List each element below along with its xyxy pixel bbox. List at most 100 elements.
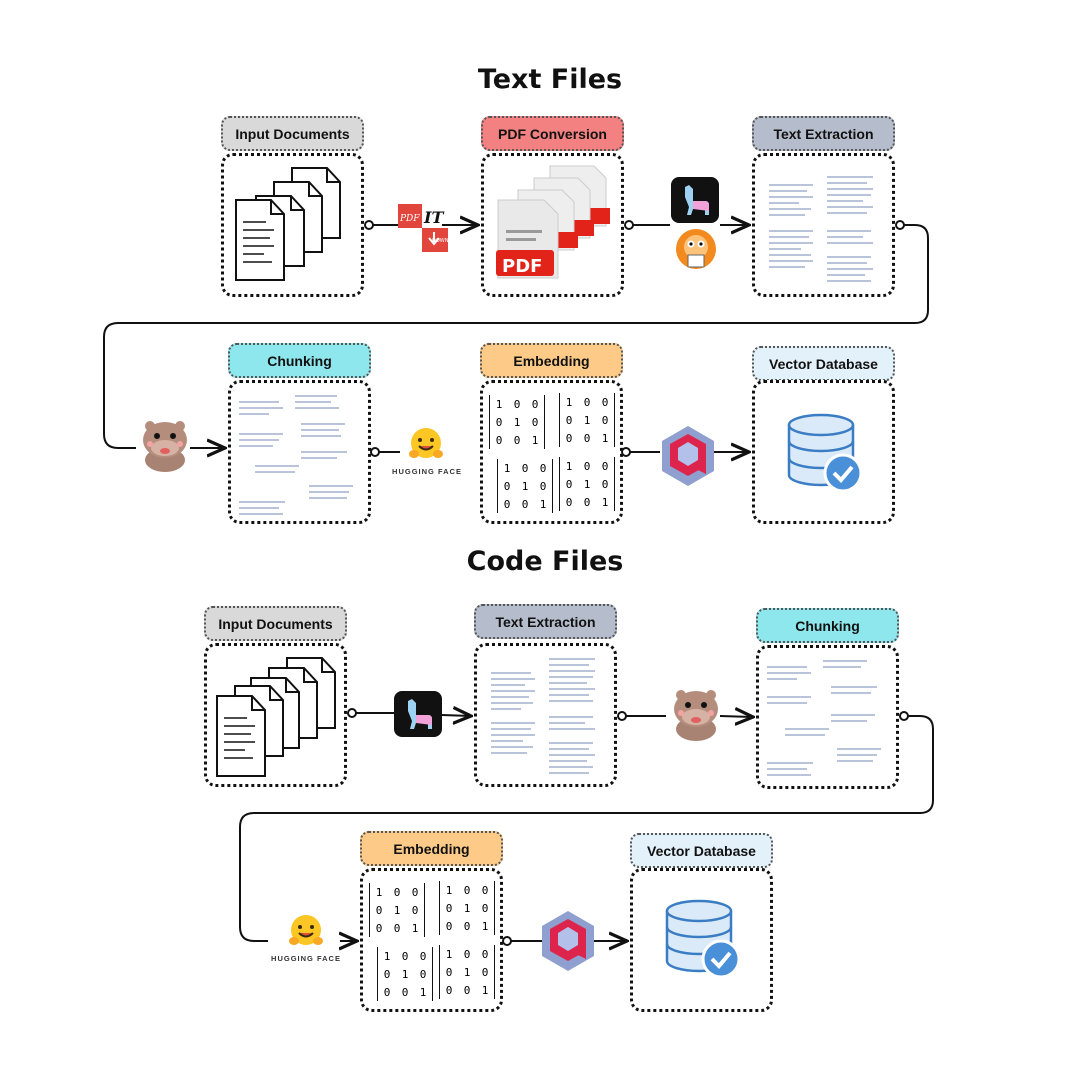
connector-dots	[347, 220, 909, 946]
extracted-text-lines	[769, 176, 873, 282]
hippo-icon	[143, 421, 187, 472]
matrix-cell: 1	[383, 949, 391, 963]
matrix-cell: 0	[463, 947, 471, 961]
label-code-input-documents: Input Documents	[204, 606, 347, 641]
matrix-cell: 0	[383, 967, 391, 981]
matrix-cell: 1	[583, 477, 591, 491]
pdf-files-icon	[496, 165, 610, 279]
matrix-cell: 0	[481, 965, 489, 979]
connector-arrow	[719, 716, 753, 717]
qdrant-icon	[662, 426, 714, 486]
label-code-chunking: Chunking	[756, 608, 899, 643]
matrix-cell: 1	[401, 967, 409, 981]
matrix-cell: 1	[411, 921, 419, 935]
matrix-cell: 0	[445, 919, 453, 933]
matrix-cell: 0	[539, 461, 547, 475]
matrix-cell: 0	[565, 413, 573, 427]
matrix-cell: 1	[521, 479, 529, 493]
matrix-cell: 0	[601, 395, 609, 409]
matrix-cell: 1	[445, 883, 453, 897]
matrix-cell: 0	[445, 965, 453, 979]
pdf-conversion-box: PDF	[481, 153, 624, 297]
section-title-code-files: Code Files	[466, 546, 624, 577]
matrix-cell: 0	[401, 949, 409, 963]
code-hugging-face-icon	[289, 915, 323, 945]
matrix-cell: 1	[531, 433, 539, 447]
matrix-cell: 0	[375, 921, 383, 935]
matrix-cell: 0	[583, 395, 591, 409]
matrix-cell: 1	[539, 497, 547, 511]
matrix-cell: 0	[513, 397, 521, 411]
pdf-it-suffix-text: IT	[424, 208, 444, 227]
label-embedding: Embedding	[480, 343, 623, 378]
hugging-face-label: HUGGING FACE	[392, 467, 462, 476]
pdf-badge-label: PDF	[502, 256, 543, 277]
matrix-cell: 0	[539, 479, 547, 493]
matrix-cell: 1	[481, 919, 489, 933]
matrix-cell: 0	[419, 967, 427, 981]
matrix-cell: 0	[495, 415, 503, 429]
matrix-cell: 0	[583, 495, 591, 509]
label-chunking: Chunking	[228, 343, 371, 378]
matrix-cell: 0	[513, 433, 521, 447]
matrix-cell: 1	[375, 885, 383, 899]
matrix-cell: 1	[495, 397, 503, 411]
label-code-vector-database: Vector Database	[630, 833, 773, 868]
code-hugging-face-label: HUGGING FACE	[271, 954, 341, 963]
matrix-cell: 0	[481, 883, 489, 897]
code-input-documents-box	[204, 643, 347, 787]
label-code-embedding: Embedding	[360, 831, 503, 866]
matrix-cell: 1	[445, 947, 453, 961]
label-pdf-conversion: PDF Conversion	[481, 116, 624, 151]
matrix-cell: 0	[531, 397, 539, 411]
matrix-cell: 0	[393, 885, 401, 899]
matrix-cell: 1	[503, 461, 511, 475]
matrix-cell: 0	[375, 903, 383, 917]
matrix-cell: 1	[601, 495, 609, 509]
code-vector-database-box	[630, 868, 773, 1012]
matrix-cell: 0	[521, 461, 529, 475]
matrix-cell: 0	[601, 477, 609, 491]
matrix-cell: 0	[445, 901, 453, 915]
matrix-cell: 1	[513, 415, 521, 429]
code-extracted-text-lines	[491, 658, 595, 774]
matrix-cell: 0	[601, 459, 609, 473]
matrix-cell: 1	[419, 985, 427, 999]
code-chunking-box	[756, 645, 899, 789]
matrix-cell: 0	[481, 947, 489, 961]
code-database-check-icon	[665, 899, 741, 979]
matrix-cell: 1	[393, 903, 401, 917]
matrix-cell: 0	[583, 431, 591, 445]
matrix-cell: 0	[495, 433, 503, 447]
chunked-text-lines	[239, 395, 353, 515]
vector-database-box	[752, 380, 895, 524]
hugging-face-icon	[409, 428, 443, 458]
matrix-cell: 1	[481, 983, 489, 997]
matrix-cell: 0	[401, 985, 409, 999]
code-wrap-connector	[239, 715, 934, 942]
chunking-box	[228, 380, 371, 524]
section-title-text-files: Text Files	[477, 64, 623, 95]
matrix-cell: 0	[445, 983, 453, 997]
database-check-icon	[787, 413, 863, 493]
label-vector-database: Vector Database	[752, 346, 895, 381]
matrix-cell: 0	[583, 459, 591, 473]
matrix-cell: 1	[565, 459, 573, 473]
label-input-documents: Input Documents	[221, 116, 364, 151]
label-code-text-extraction: Text Extraction	[474, 604, 617, 639]
matrix-cell: 0	[503, 497, 511, 511]
matrix-cell: 0	[463, 983, 471, 997]
document-stack-icon	[235, 167, 341, 281]
code-document-stack-icon	[216, 657, 336, 777]
pdf-it-down-text: DOWN	[432, 238, 449, 244]
docling-mascot-icon	[676, 229, 716, 269]
matrix-cell: 0	[503, 479, 511, 493]
matrix-cell: 0	[521, 497, 529, 511]
